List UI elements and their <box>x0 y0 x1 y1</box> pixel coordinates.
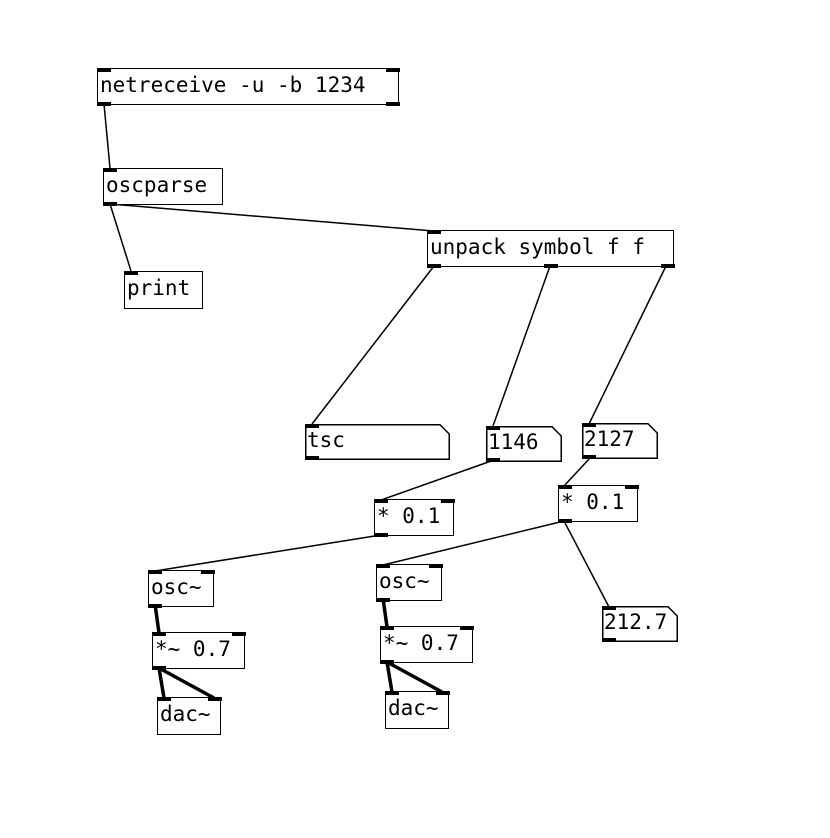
signal-multiply-object-left[interactable]: *~ 0.7 <box>151 631 246 670</box>
osc-object-right[interactable]: osc~ <box>375 563 443 602</box>
dac-right-label: dac~ <box>388 696 439 720</box>
print-label: print <box>127 276 191 300</box>
cord-mul2-osc2[interactable] <box>382 520 565 566</box>
cord-unpack-num2[interactable] <box>588 265 667 425</box>
number-atom-212-7-value: 212.7 <box>604 610 668 634</box>
netreceive-label: netreceive -u -b 1234 <box>100 73 366 97</box>
cord-oscparse-unpack[interactable] <box>109 203 435 232</box>
multiply-right-label: * 0.1 <box>561 490 625 514</box>
cord-unpack-tsc[interactable] <box>311 265 435 425</box>
oscparse-label: oscparse <box>106 173 208 197</box>
cord-mul2-num3[interactable] <box>563 520 610 608</box>
osc-object-left[interactable]: osc~ <box>147 569 215 608</box>
cord-num1-mul1[interactable] <box>380 459 495 501</box>
unpack-label: unpack symbol f f <box>430 235 645 259</box>
osc-left-label: osc~ <box>151 575 202 599</box>
print-object[interactable]: print <box>123 270 203 309</box>
cord-osc1-gain1[interactable] <box>153 603 161 634</box>
dac-left-label: dac~ <box>160 702 211 726</box>
symbol-atom-tsc[interactable]: tsc <box>305 424 450 460</box>
number-atom-212-7[interactable]: 212.7 <box>602 606 678 642</box>
unpack-object[interactable]: unpack symbol f f <box>426 229 675 268</box>
cord-gain1-dac1-right[interactable] <box>158 666 215 700</box>
multiply-object-right[interactable]: * 0.1 <box>557 484 639 523</box>
cord-num2-mul2[interactable] <box>563 457 591 487</box>
cord-mul1-osc1[interactable] <box>154 534 382 572</box>
multiply-object-left[interactable]: * 0.1 <box>373 498 455 537</box>
number-atom-1146[interactable]: 1146 <box>486 426 562 462</box>
number-atom-2127[interactable]: 2127 <box>582 423 658 459</box>
signal-multiply-object-right[interactable]: *~ 0.7 <box>379 625 474 664</box>
number-atom-1146-value: 1146 <box>488 430 539 454</box>
cord-netreceive-oscparse[interactable] <box>103 103 111 169</box>
cord-oscparse-print[interactable] <box>109 203 132 272</box>
cord-osc2-gain2[interactable] <box>381 597 389 628</box>
cord-gain2-dac2-left[interactable] <box>385 661 394 693</box>
oscparse-object[interactable]: oscparse <box>102 167 223 206</box>
dac-object-right[interactable]: dac~ <box>384 690 450 729</box>
symbol-atom-tsc-value: tsc <box>307 428 345 452</box>
multiply-left-label: * 0.1 <box>377 504 441 528</box>
dac-object-left[interactable]: dac~ <box>156 696 222 735</box>
signal-multiply-left-label: *~ 0.7 <box>155 637 231 661</box>
osc-right-label: osc~ <box>379 569 430 593</box>
cord-gain1-dac1-left[interactable] <box>157 667 166 699</box>
signal-multiply-right-label: *~ 0.7 <box>383 631 459 655</box>
number-atom-2127-value: 2127 <box>584 427 635 451</box>
netreceive-object[interactable]: netreceive -u -b 1234 <box>96 67 400 106</box>
cord-gain2-dac2-right[interactable] <box>386 660 443 694</box>
cord-unpack-num1[interactable] <box>492 265 551 427</box>
